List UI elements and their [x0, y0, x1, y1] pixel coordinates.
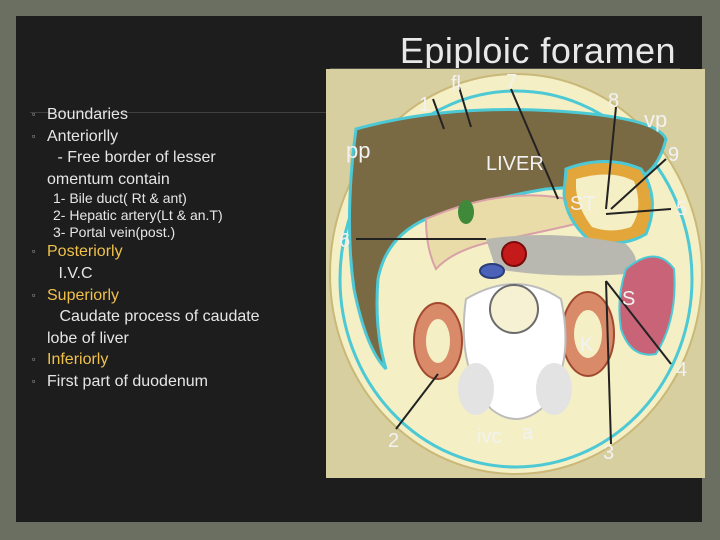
label-4: 4	[676, 359, 687, 381]
cross-section-diagram: fl 7 1 8 vp pp LIVER 9 ST 5 6 S K 4 2 iv…	[326, 69, 705, 478]
boundaries-text: Boundaries Anteriorlly - Free border of …	[30, 104, 330, 393]
line-free-border: - Free border of lesser	[53, 149, 216, 167]
vertebral-body	[489, 284, 539, 334]
slide-title: Epiploic foramen	[399, 30, 676, 71]
line-posteriorly: Posteriorly	[30, 241, 330, 263]
label-5: 5	[676, 198, 687, 220]
left-kidney-hilum	[574, 310, 602, 358]
peritoneum-outline	[338, 89, 694, 469]
spleen	[618, 255, 676, 356]
label-fl: fl	[451, 73, 461, 95]
label-9: 9	[668, 144, 679, 166]
line-superiorly: Superiorly	[30, 285, 330, 307]
label-3: 3	[603, 442, 614, 464]
paraspinal-right	[458, 363, 494, 415]
line-portal-vein: 3- Portal vein(post.)	[53, 224, 176, 241]
label-ivc: ivc	[477, 426, 501, 448]
label-pp: pp	[346, 138, 370, 163]
line-inferiorly: Inferiorly	[30, 349, 330, 371]
line-caudate-process: Caudate process of caudate	[55, 308, 260, 326]
line-omentum-contain: omentum contain	[47, 170, 170, 188]
inferior-vena-cava	[479, 263, 505, 279]
label-k: K	[580, 334, 594, 356]
title-divider	[330, 68, 680, 69]
right-kidney-hilum	[426, 319, 450, 363]
line-lobe-of-liver: lobe of liver	[47, 329, 129, 347]
label-7: 7	[506, 71, 517, 93]
line-anteriorly: Anteriorlly	[30, 126, 330, 148]
label-6: 6	[339, 230, 350, 252]
gallbladder	[458, 200, 474, 224]
label-st: ST	[570, 193, 596, 215]
line-bile-duct: 1- Bile duct( Rt & ant)	[53, 190, 187, 207]
line-boundaries: Boundaries	[30, 104, 330, 126]
label-1: 1	[419, 94, 430, 116]
paraspinal-left	[536, 363, 572, 415]
label-liver: LIVER	[486, 153, 544, 175]
label-8: 8	[608, 90, 619, 112]
aorta	[501, 241, 527, 267]
line-first-part-duodenum: First part of duodenum	[30, 371, 330, 393]
line-ivc: I.V.C	[54, 264, 93, 282]
label-vp: vp	[644, 107, 667, 132]
label-a: a	[522, 422, 534, 444]
pointer-lines	[356, 86, 672, 445]
line-hepatic-artery: 2- Hepatic artery(Lt & an.T)	[53, 207, 223, 224]
label-2: 2	[388, 430, 399, 452]
label-s: S	[622, 288, 635, 310]
